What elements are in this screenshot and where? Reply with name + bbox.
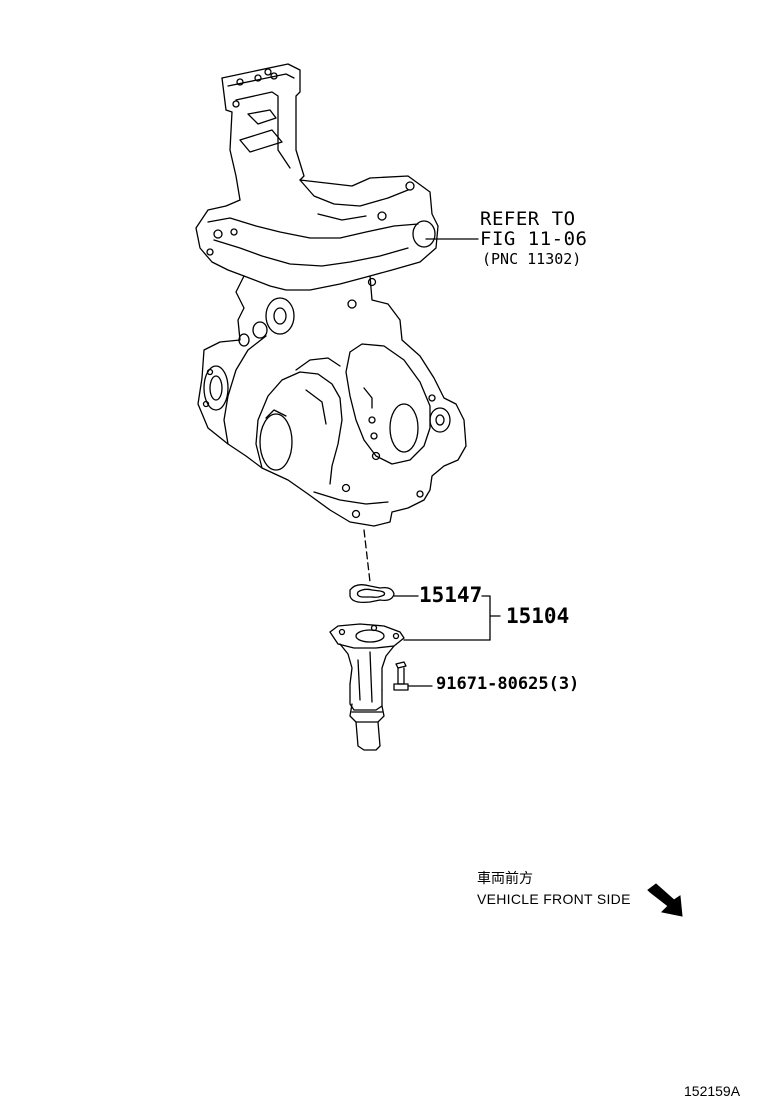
part-number-gasket[interactable]: 15147 bbox=[419, 583, 483, 607]
refer-to-label: REFER TO bbox=[480, 208, 576, 230]
oil-strainer-assembly bbox=[330, 624, 404, 750]
arrow-down-right-icon bbox=[648, 884, 682, 916]
part-number-assembly[interactable]: 15104 bbox=[506, 604, 570, 628]
vehicle-front-japanese: 車両前方 bbox=[477, 871, 533, 887]
bolt-part bbox=[394, 662, 408, 690]
timing-chain-cover bbox=[196, 64, 466, 526]
figure-id: 152159A bbox=[684, 1083, 741, 1099]
alignment-dashed-line bbox=[364, 530, 370, 582]
refer-fig-label: FIG 11-06 bbox=[480, 228, 588, 250]
assembly-bracket bbox=[482, 596, 490, 640]
part-number-bolt[interactable]: 91671-80625(3) bbox=[436, 674, 580, 694]
vehicle-front-side-label: VEHICLE FRONT SIDE bbox=[477, 891, 631, 907]
refer-pnc-label: (PNC 11302) bbox=[482, 250, 582, 268]
gasket-part bbox=[350, 585, 394, 603]
